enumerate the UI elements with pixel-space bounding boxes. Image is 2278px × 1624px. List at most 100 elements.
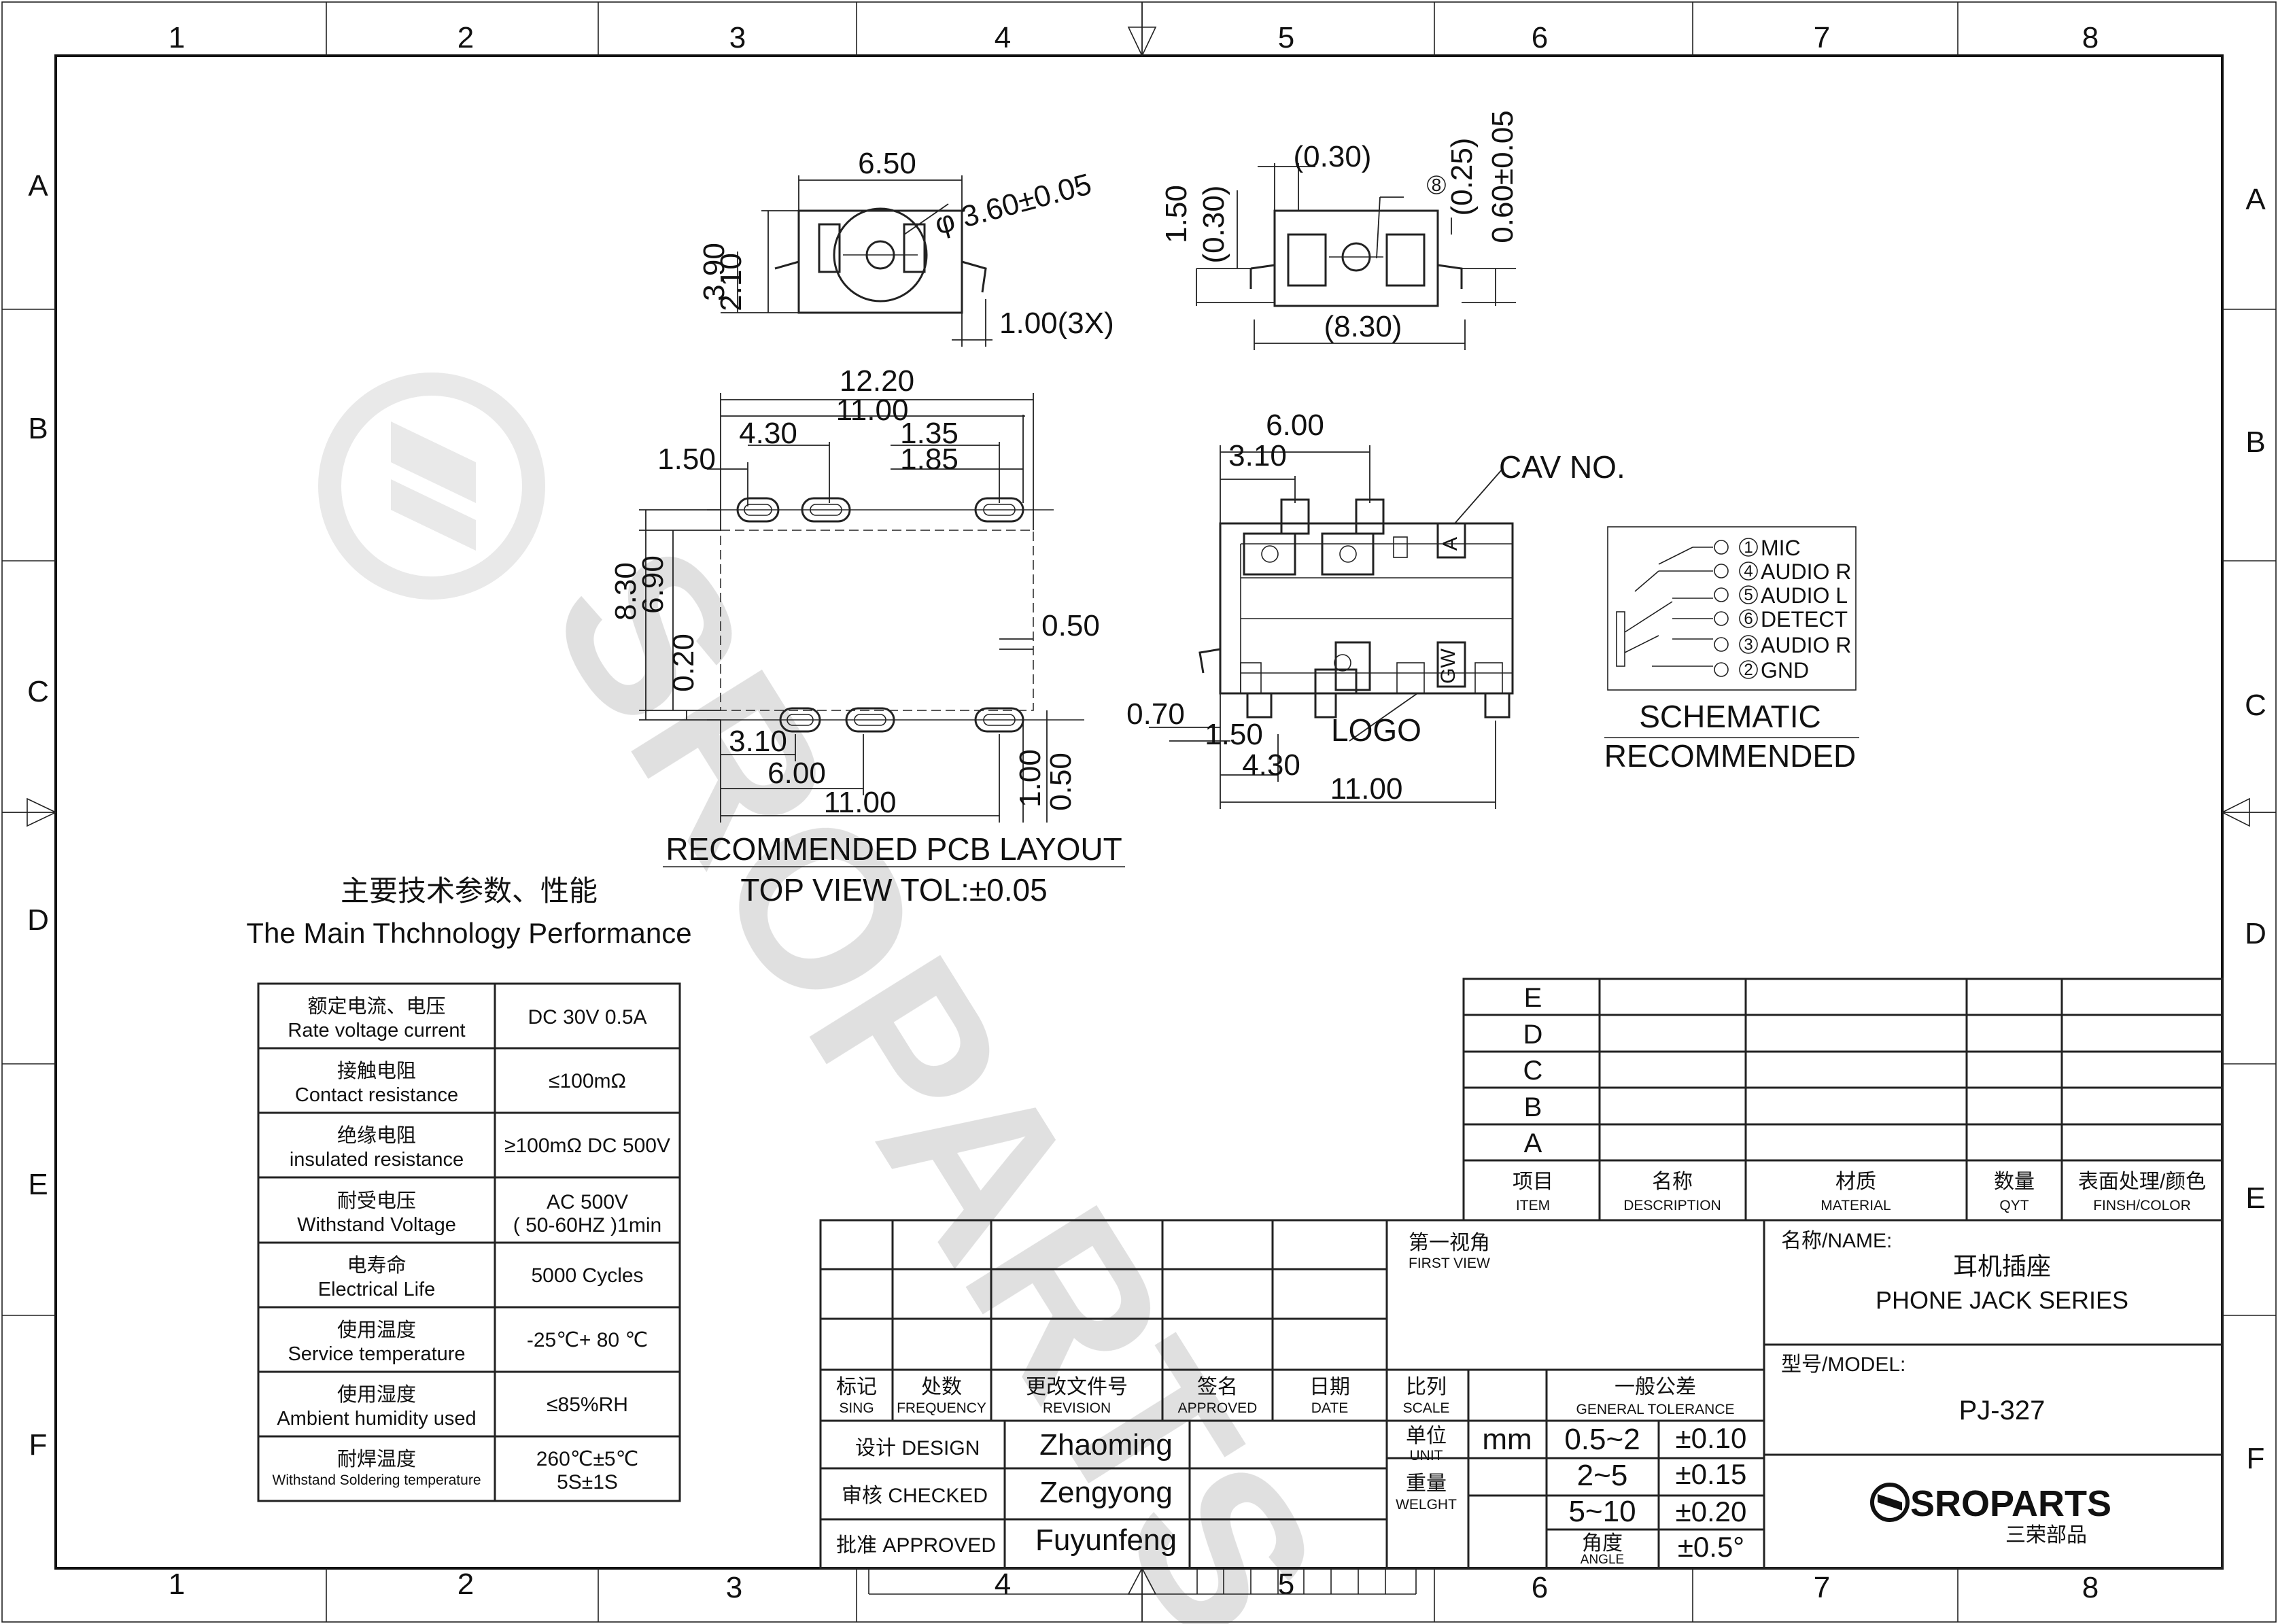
bom-header-cn: 名称 (1652, 1171, 1693, 1193)
spec-label-en: Withstand Soldering temperature (273, 1472, 481, 1488)
spec-label-en: Ambient humidity used (277, 1408, 476, 1430)
watermark: SROPARTS (318, 373, 1368, 1624)
angle-tolerance: ±0.5° (1678, 1531, 1744, 1563)
row-label: B (2245, 426, 2265, 459)
specs-heading: 主要技术参数、性能 The Main Thchnology Performanc… (246, 875, 691, 949)
col-label: 3 (729, 21, 746, 54)
pin-number: 4 (1744, 562, 1753, 581)
company-logo: SROPARTS 三荣部品 (1870, 1483, 2111, 1547)
tolerance-value: ±0.10 (1676, 1422, 1747, 1454)
scale-label-cn: 比列 (1406, 1376, 1447, 1398)
rev-header-cn: 日期 (1309, 1376, 1350, 1398)
dim-label: 0.20 (667, 634, 700, 692)
name-label: 名称/NAME: (1781, 1230, 1892, 1252)
pin-label: AUDIO R (1761, 633, 1851, 657)
dim-label: 6.50 (858, 147, 916, 180)
spec-value: 5000 Cycles (531, 1264, 643, 1287)
dim-label: 4.30 (739, 417, 797, 450)
spec-label-en: Service temperature (288, 1343, 465, 1365)
dim-label: 0.50 (1041, 609, 1100, 642)
rev-header-cn: 更改文件号 (1026, 1376, 1128, 1398)
dim-label: 0.60±0.05 (1486, 110, 1519, 243)
callout-number: 8 (1432, 175, 1441, 195)
pcb-layout-view: 12.20 11.00 4.30 1.35 1.85 1.50 8.30 6.9… (609, 364, 1125, 908)
tolerance-label-cn: 一般公差 (1615, 1376, 1696, 1398)
dim-label: 3.10 (729, 725, 787, 758)
rev-header-en: REVISION (1043, 1400, 1111, 1416)
person-role: 批准 APPROVED (836, 1534, 996, 1557)
pin-number: 5 (1744, 586, 1753, 604)
row-label: E (2245, 1181, 2265, 1215)
spec-value: ≤100mΩ (549, 1070, 626, 1092)
dim-label: 11.00 (836, 394, 909, 427)
spec-label-cn: 使用温度 (337, 1319, 416, 1341)
pin-number: 6 (1744, 610, 1753, 628)
schematic: 1 4 5 6 3 2 MIC AUDIO R AUDIO L DETECT A… (1604, 526, 1859, 774)
person-name: Zengyong (1039, 1476, 1173, 1509)
rev-header-cn: 标记 (836, 1376, 877, 1398)
pin-label: AUDIO R (1761, 559, 1851, 584)
dim-label: 3.10 (1228, 439, 1287, 472)
spec-label-en: insulated resistance (290, 1149, 464, 1171)
title-block: 标记 处数 更改文件号 签名 日期 SING FREQUENCY REVISIO… (819, 1219, 2224, 1595)
row-label: A (2245, 183, 2266, 216)
unit-label-cn: 单位 (1406, 1425, 1447, 1447)
view-label-en: FIRST VIEW (1409, 1256, 1490, 1271)
row-label: F (29, 1428, 48, 1462)
grid-labels: 1 2 3 4 5 6 7 8 1 2 3 4 5 6 7 8 A B C D … (27, 21, 2266, 1604)
spec-value-line2: ( 50-60HZ )1min (513, 1214, 661, 1237)
bom-row-label: C (1523, 1056, 1543, 1086)
brand-mark: GW (1437, 648, 1460, 683)
spec-label-cn: 接触电阻 (337, 1060, 416, 1082)
logo-text: SROPARTS (1910, 1483, 2111, 1524)
product-name-cn: 耳机插座 (1953, 1252, 2051, 1280)
specs-table: 额定电流、电压 Rate voltage current 接触电阻 Contac… (257, 982, 681, 1502)
dim-label: 12.20 (840, 364, 914, 398)
col-label: 7 (1814, 1571, 1830, 1604)
person-role: 审核 CHECKED (842, 1485, 988, 1507)
dim-label: 3.90 (697, 243, 731, 301)
angle-label-en: ANGLE (1581, 1553, 1624, 1567)
col-label: 3 (726, 1571, 742, 1604)
col-label: 8 (2082, 1571, 2099, 1604)
spec-value-line1: 260℃±5℃ (536, 1448, 639, 1470)
dim-label: 8.30 (609, 562, 642, 621)
spec-label-en: Contact resistance (295, 1084, 458, 1106)
spec-value-line2: 5S±1S (557, 1471, 618, 1493)
bom-header-en: MATERIAL (1820, 1198, 1891, 1213)
dim-label: φ 3.60±0.05 (931, 167, 1095, 241)
dim-label: 0.50 (1044, 753, 1077, 811)
schematic-title: SCHEMATIC (1639, 699, 1821, 734)
pin-number: 3 (1744, 636, 1753, 654)
row-label: B (28, 412, 48, 445)
bom-header-cn: 材质 (1835, 1171, 1876, 1193)
spec-label-cn: 绝缘电阻 (337, 1124, 416, 1147)
tolerance-value: ±0.20 (1676, 1496, 1747, 1527)
rev-header-cn: 处数 (921, 1376, 962, 1398)
product-name-en: PHONE JACK SERIES (1876, 1286, 2128, 1314)
view-label-cn: 第一视角 (1409, 1232, 1490, 1254)
col-label: 4 (995, 1568, 1011, 1601)
dim-label: 11.00 (824, 786, 897, 819)
dim-label: 11.00 (1330, 772, 1403, 806)
model-label: 型号/MODEL: (1781, 1353, 1905, 1376)
model-number: PJ-327 (1959, 1396, 2046, 1426)
row-label: E (28, 1168, 48, 1201)
spec-label-en: Withstand Voltage (297, 1214, 456, 1236)
bom-header-en: DESCRIPTION (1623, 1198, 1721, 1213)
tolerance-range: 5~10 (1568, 1495, 1636, 1528)
dim-label: (0.30) (1294, 140, 1372, 173)
dim-label: 6.90 (636, 555, 670, 614)
pcb-layout-subtitle: TOP VIEW TOL:±0.05 (740, 872, 1047, 908)
pcb-layout-title: RECOMMENDED PCB LAYOUT (666, 831, 1122, 867)
row-label: D (27, 903, 49, 937)
row-label: C (27, 675, 49, 708)
spec-value: ≤85%RH (547, 1394, 628, 1416)
weight-label-en: WELGHT (1396, 1497, 1457, 1513)
pin-label: AUDIO L (1761, 583, 1848, 608)
bom-header-en: ITEM (1516, 1198, 1550, 1213)
rev-header-en: SING (839, 1400, 874, 1416)
dim-label: 0.70 (1126, 697, 1185, 731)
bom-header-cn: 表面处理/颜色 (2078, 1171, 2206, 1193)
bom-header-cn: 项目 (1513, 1171, 1553, 1193)
